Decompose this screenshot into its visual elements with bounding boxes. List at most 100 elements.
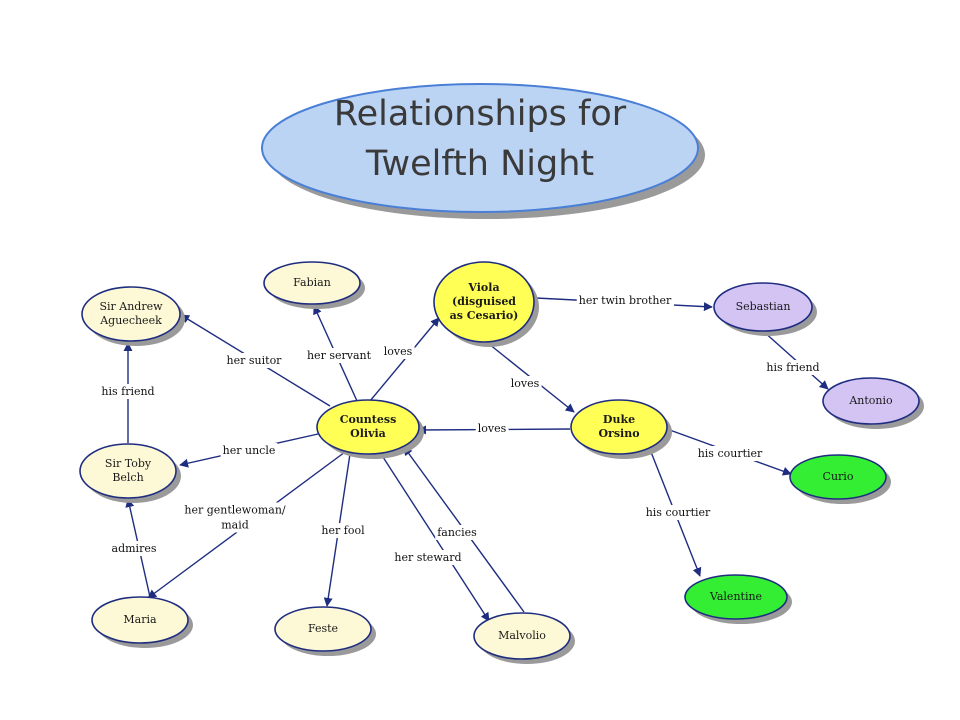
edge-label-group: her steward [392, 550, 464, 565]
edge-label-backing [182, 502, 288, 533]
diagram-title-line: Twelfth Night [365, 144, 594, 184]
edge-label-backing [319, 523, 368, 538]
edge-label: her uncle [223, 444, 276, 457]
diagram-title-line: Relationships for [334, 94, 627, 134]
node-label: Feste [308, 622, 338, 635]
node-label: Fabian [293, 276, 331, 289]
edge-label-backing [304, 348, 374, 363]
edge-label-group: her fool [319, 523, 368, 538]
edge-label-group: fancies [435, 525, 480, 540]
edge-label-backing [508, 376, 542, 391]
node-label: Maria [123, 613, 157, 626]
edge-label-group: her uncle [220, 443, 278, 458]
edge-label-group: loves [381, 344, 415, 359]
node-label: Malvolio [498, 629, 546, 642]
node-label: Countess [340, 413, 397, 426]
edge-label: her twin brother [579, 294, 672, 307]
edge-label: maid [221, 519, 249, 532]
edge-label: her steward [394, 551, 461, 564]
edge-label: his courtier [646, 506, 711, 519]
node-shape [81, 286, 181, 342]
edge-label-group: her servant [304, 348, 374, 363]
edge-label: loves [511, 377, 540, 390]
edge-label-group: his courtier [695, 446, 766, 461]
edge-label: her gentlewoman/ [184, 504, 286, 517]
edge-label: her servant [307, 349, 372, 362]
edge-olivia-to-malvolio [380, 453, 490, 622]
node-shape [789, 454, 887, 500]
edge-label-backing [475, 421, 509, 436]
node-label: Sir Toby [105, 457, 152, 470]
edge-label: his friend [766, 361, 819, 374]
node-label: Duke [603, 413, 635, 426]
node-shape [316, 399, 420, 455]
node-curio: Curio [789, 454, 891, 504]
edge-label: admires [112, 542, 157, 555]
edge-olivia-to-viola [369, 317, 440, 402]
node-shape [473, 612, 571, 660]
edge-label-group: loves [508, 376, 542, 391]
edge-label-group: her gentlewoman/maid [182, 502, 288, 533]
edge-label: loves [478, 422, 507, 435]
node-label: Sebastian [736, 300, 791, 313]
node-label: Orsino [598, 427, 639, 440]
node-shape [79, 443, 177, 499]
edge-label-group: admires [109, 541, 159, 556]
edge-label: her suitor [227, 354, 283, 367]
title-bubble-shape [261, 83, 699, 213]
edge-label-layer: her suitor his friend her servant loves her … [99, 293, 822, 565]
node-label: Viola [467, 281, 499, 294]
node-antonio: Antonio [822, 377, 924, 429]
edge-label-group: loves [475, 421, 509, 436]
node-shape [570, 399, 668, 455]
node-feste: Feste [274, 606, 376, 656]
edge-label: loves [384, 345, 413, 358]
node-shape [684, 574, 788, 620]
node-fabian: Fabian [263, 261, 365, 309]
node-valentine: Valentine [684, 574, 792, 624]
edge-label-backing [99, 384, 157, 399]
node-maria: Maria [91, 596, 193, 648]
edge-label: her fool [321, 524, 365, 537]
node-shape [433, 261, 535, 343]
node-label: Valentine [709, 590, 762, 603]
node-label: as Cesario) [450, 309, 519, 322]
node-shape [263, 261, 361, 305]
edge-label-backing [381, 344, 415, 359]
node-label: Antonio [848, 394, 893, 407]
edge-label-backing [695, 446, 766, 461]
node-label: Curio [823, 470, 854, 483]
edge-label-backing [435, 525, 480, 540]
edge-label-group: his friend [99, 384, 157, 399]
edge-label-backing [392, 550, 464, 565]
node-label: Olivia [350, 427, 386, 440]
node-label: Sir Andrew [99, 300, 163, 313]
node-label: (disguised [452, 295, 516, 308]
edge-label-group: her twin brother [576, 293, 674, 308]
node-shape [713, 282, 813, 332]
node-sebastian: Sebastian [713, 282, 817, 336]
edge-label-backing [764, 360, 822, 375]
edge-label-backing [224, 353, 285, 368]
edge-label-backing [109, 541, 159, 556]
edge-label-group: his courtier [643, 505, 714, 520]
edge-label-group: his friend [764, 360, 822, 375]
node-label: Aguecheek [99, 314, 162, 327]
node-label: Belch [112, 471, 143, 484]
edge-label-backing [643, 505, 714, 520]
node-shape [274, 606, 372, 652]
edge-label-backing [220, 443, 278, 458]
edge-label-backing [576, 293, 674, 308]
edge-label-group: her suitor [224, 353, 285, 368]
edge-label: fancies [437, 526, 477, 539]
edge-label: his friend [101, 385, 154, 398]
node-shape [91, 596, 189, 644]
